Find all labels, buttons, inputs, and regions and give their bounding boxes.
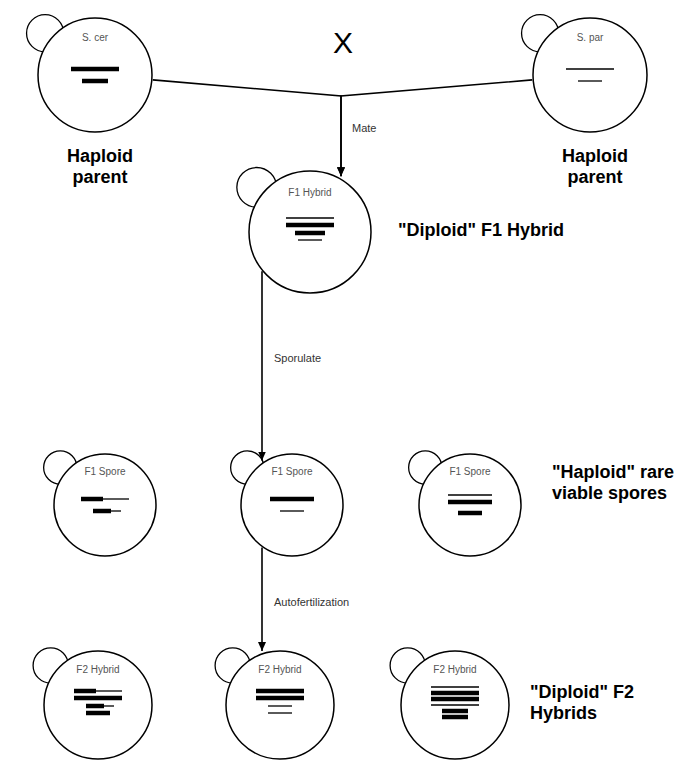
chromosome-bar	[268, 705, 292, 706]
chromosome-bar	[256, 696, 304, 701]
cell-label: F2 Hybrid	[225, 664, 335, 675]
cell-label: F1 Spore	[418, 466, 522, 477]
chromosome-bar	[86, 711, 110, 716]
chromosome-bar	[268, 712, 292, 713]
chromosome-bar	[431, 686, 479, 687]
cell-circle: F1 Spore	[418, 453, 522, 557]
chromosome-bar	[280, 510, 304, 511]
cell-label: F2 Hybrid	[43, 664, 153, 675]
chromosome-bar	[566, 68, 614, 69]
stage-label: "Diploid" F2 Hybrids	[530, 682, 678, 723]
cell-label: S. cer	[37, 32, 153, 43]
chromosome-bar	[431, 704, 479, 705]
cell-circle: F1 Spore	[53, 453, 157, 557]
process-arrow	[261, 548, 263, 652]
process-arrow	[341, 80, 532, 176]
arrow-label: Mate	[350, 122, 378, 134]
chromosome-bar	[458, 511, 482, 516]
process-arrow	[261, 271, 263, 460]
chromosome-bar	[431, 697, 479, 702]
chromosome-bar	[81, 497, 103, 502]
chromosome-bar	[286, 217, 334, 218]
chromosome-bar	[256, 689, 304, 694]
cell-circle: S. par	[532, 17, 648, 133]
cell-label: F1 Spore	[240, 466, 344, 477]
cell-circle: S. cer	[37, 17, 153, 133]
stage-label: "Haploid" rare viable spores	[552, 462, 677, 503]
chromosome-bar	[74, 696, 122, 701]
chromosome-bar	[298, 239, 322, 240]
chromosome-bar	[578, 80, 602, 81]
chromosome-bar	[71, 67, 119, 72]
chromosome-bar	[86, 704, 104, 709]
cell-circle: F2 Hybrid	[43, 650, 153, 760]
chromosome-bar	[93, 509, 111, 514]
cell-label: F1 Hybrid	[248, 187, 372, 198]
chromosome-bar	[448, 500, 492, 505]
stage-label: Haploid parent	[535, 146, 655, 187]
process-arrow	[153, 80, 341, 176]
chromosome-bar	[104, 705, 114, 706]
arrow-label: Autofertilization	[272, 596, 351, 608]
cell-circle: F1 Hybrid	[248, 170, 372, 294]
chromosome-bar	[270, 497, 314, 502]
cell-circle: F1 Spore	[240, 453, 344, 557]
chromosome-bar	[74, 689, 96, 694]
cross-symbol: X	[323, 26, 363, 61]
cell-label: F1 Spore	[53, 466, 157, 477]
arrow-label: Sporulate	[272, 352, 323, 364]
cell-label: F2 Hybrid	[400, 664, 510, 675]
chromosome-bar	[295, 231, 325, 236]
chromosome-bar	[103, 498, 129, 499]
chromosome-bar	[431, 691, 479, 696]
chromosome-bar	[111, 510, 121, 511]
chromosome-bar	[82, 79, 108, 84]
chromosome-bar	[448, 494, 492, 495]
cell-label: S. par	[532, 32, 648, 43]
chromosome-bar	[442, 709, 468, 714]
cell-circle: F2 Hybrid	[225, 650, 335, 760]
chromosome-bar	[286, 223, 334, 228]
cell-circle: F2 Hybrid	[400, 650, 510, 760]
stage-label: Haploid parent	[40, 146, 160, 187]
stage-label: "Diploid" F1 Hybrid	[398, 220, 598, 241]
chromosome-bar	[442, 715, 468, 720]
chromosome-bar	[96, 690, 122, 691]
